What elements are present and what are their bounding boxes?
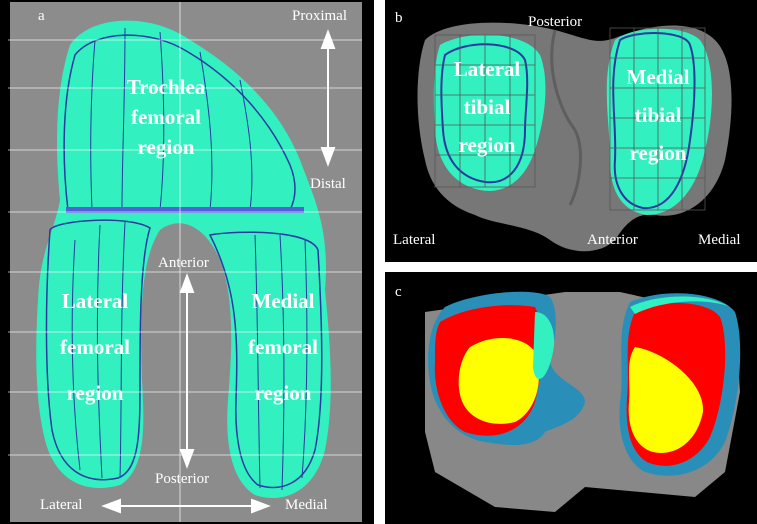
label-b-medial: Medial [698,232,741,249]
medial-femoral-region-label: Medial femoral region [228,278,338,416]
label-b-lateral: Lateral [393,232,435,249]
label-posterior: Posterior [155,471,209,488]
label-proximal: Proximal [292,8,347,25]
label-lateral: Lateral [40,497,82,514]
panel-c-letter: c [395,284,402,301]
lateral-femoral-region-label: Lateral femoral region [40,278,150,416]
label-medial: Medial [285,497,328,514]
label-anterior: Anterior [158,255,209,272]
label-distal: Distal [310,176,346,193]
medial-tibial-region-label: Medial tibial region [603,58,713,172]
lateral-tibial-region-label: Lateral tibial region [432,50,542,164]
panel-b-letter: b [395,10,403,27]
label-b-anterior: Anterior [587,232,638,249]
panel-a-letter: a [38,8,45,25]
panel-c [385,272,757,524]
trochlea-region-label: Trochlea femoral region [96,72,236,162]
label-b-posterior: Posterior [528,14,582,31]
